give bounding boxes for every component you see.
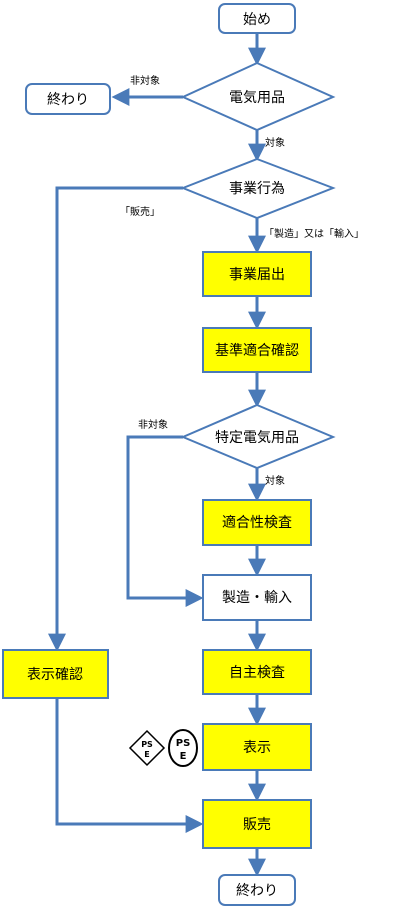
node-start: 始め [218, 3, 296, 34]
decision-business-label: 事業行為 [229, 181, 285, 197]
connectors [48, 33, 266, 877]
pse-circle-mark-icon: PS E [168, 729, 198, 767]
box-notification-label: 事業届出 [229, 267, 285, 283]
box-conformity-inspection: 適合性検査 [202, 499, 312, 546]
box-manufacture-label: 製造・輸入 [222, 590, 292, 606]
edge-displaycheck-sale [55, 698, 204, 833]
edge-label-target-2: 対象 [265, 474, 285, 487]
node-end-bottom-label: 終わり [236, 883, 278, 899]
edge-specified-manufacture-bypass [126, 435, 204, 607]
box-sale-label: 販売 [243, 817, 271, 833]
pse-diamond-mark-icon: PS E [128, 729, 166, 767]
edge-business-displaycheck [48, 186, 183, 652]
pse-diamond-line2: E [144, 750, 149, 759]
decision-business: 事業行為 [180, 157, 336, 220]
decision-specified: 特定電気用品 [180, 403, 336, 470]
edge-label-sale-branch: 「販売」 [120, 205, 160, 218]
box-display-check-label: 表示確認 [27, 667, 83, 683]
box-self-inspection-label: 自主検査 [229, 665, 285, 681]
node-end-top: 終わり [25, 83, 111, 115]
node-end-top-label: 終わり [47, 92, 89, 108]
pse-circle-line2: E [180, 751, 187, 762]
box-display-label: 表示 [243, 740, 271, 756]
node-end-bottom: 終わり [218, 874, 296, 906]
pse-circle-line1: PS [176, 738, 191, 749]
box-self-inspection: 自主検査 [202, 649, 312, 695]
box-notification: 事業届出 [202, 251, 312, 297]
box-conformity-inspection-label: 適合性検査 [222, 514, 292, 531]
pse-diamond-line1: PS [141, 740, 153, 749]
edge-label-target-1: 対象 [265, 136, 285, 149]
box-display-check: 表示確認 [2, 649, 109, 699]
box-conformity-check: 基準適合確認 [202, 327, 312, 373]
decision-electrical-label: 電気用品 [229, 90, 285, 106]
box-conformity-check-label: 基準適合確認 [215, 342, 299, 359]
edge-label-not-target-2: 非対象 [138, 418, 168, 431]
node-start-label: 始め [243, 12, 271, 28]
box-sale: 販売 [202, 799, 312, 849]
edge-label-not-target-1: 非対象 [130, 74, 160, 87]
box-manufacture: 製造・輸入 [202, 574, 312, 621]
decision-specified-label: 特定電気用品 [215, 430, 299, 446]
edge-label-mfg-branch: 「製造」又は「輸入」 [264, 227, 364, 240]
decision-electrical: 電気用品 [180, 61, 336, 132]
box-display: 表示 [202, 723, 312, 771]
